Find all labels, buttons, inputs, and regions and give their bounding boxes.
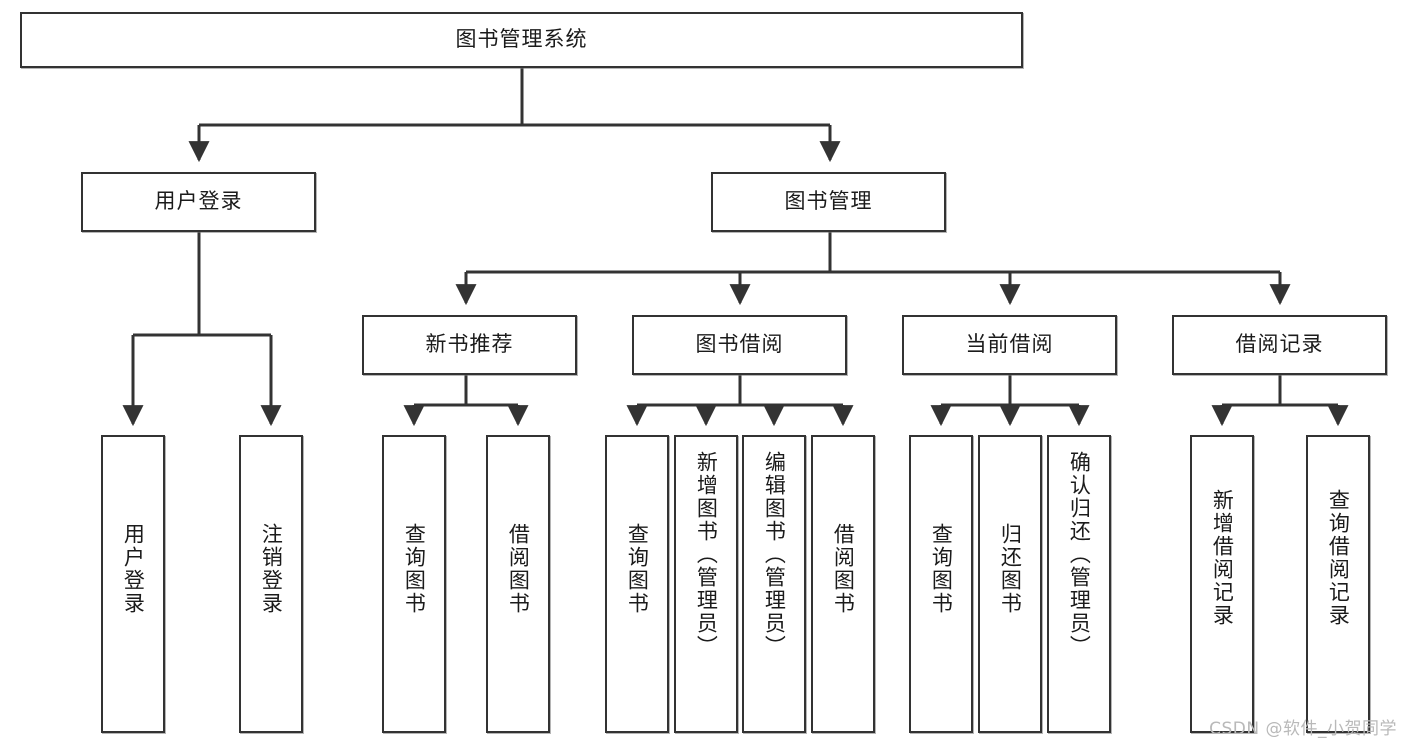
node-new-book-recommend[interactable]: 新书推荐 (362, 315, 577, 375)
node-leaf-return-book[interactable]: 归还图书 (978, 435, 1042, 733)
node-label: 归还图书 (998, 523, 1023, 615)
node-label: 用户登录 (154, 189, 243, 214)
node-label: 新增图书（管理员） (694, 451, 719, 658)
node-leaf-query-book-current[interactable]: 查询图书 (909, 435, 973, 733)
node-label: 新增借阅记录 (1210, 489, 1235, 627)
node-label: 确认归还（管理员） (1067, 451, 1092, 658)
node-borrow-record[interactable]: 借阅记录 (1172, 315, 1387, 375)
node-label: 查询图书 (625, 523, 650, 615)
node-label: 借阅图书 (831, 523, 856, 615)
node-leaf-add-book-admin[interactable]: 新增图书（管理员） (674, 435, 738, 733)
node-label: 图书管理 (784, 189, 873, 214)
node-leaf-user-login[interactable]: 用户登录 (101, 435, 165, 733)
watermark-text: CSDN @软件_小贺同学 (1209, 719, 1397, 739)
node-label: 图书借阅 (695, 332, 784, 357)
node-book-management[interactable]: 图书管理 (711, 172, 946, 232)
node-label: 编辑图书（管理员） (762, 451, 787, 658)
node-label: 注销登录 (259, 523, 284, 615)
node-leaf-query-borrow-record[interactable]: 查询借阅记录 (1306, 435, 1370, 733)
node-label: 查询借阅记录 (1326, 489, 1351, 627)
node-label: 当前借阅 (965, 332, 1054, 357)
node-leaf-query-book-recommend[interactable]: 查询图书 (382, 435, 446, 733)
node-leaf-borrow-book-recommend[interactable]: 借阅图书 (486, 435, 550, 733)
node-root-book-management-system[interactable]: 图书管理系统 (20, 12, 1023, 68)
node-label: 查询图书 (402, 523, 427, 615)
node-user-login[interactable]: 用户登录 (81, 172, 316, 232)
node-leaf-edit-book-admin[interactable]: 编辑图书（管理员） (742, 435, 806, 733)
node-leaf-query-book-borrow[interactable]: 查询图书 (605, 435, 669, 733)
node-leaf-confirm-return-admin[interactable]: 确认归还（管理员） (1047, 435, 1111, 733)
node-label: 新书推荐 (425, 332, 514, 357)
node-label: 查询图书 (929, 523, 954, 615)
node-label: 借阅记录 (1235, 332, 1324, 357)
node-leaf-add-borrow-record[interactable]: 新增借阅记录 (1190, 435, 1254, 733)
node-label: 用户登录 (121, 523, 146, 615)
node-book-borrow[interactable]: 图书借阅 (632, 315, 847, 375)
node-leaf-borrow-book[interactable]: 借阅图书 (811, 435, 875, 733)
node-current-borrow[interactable]: 当前借阅 (902, 315, 1117, 375)
node-label: 图书管理系统 (455, 27, 588, 52)
node-label: 借阅图书 (506, 523, 531, 615)
node-leaf-logout[interactable]: 注销登录 (239, 435, 303, 733)
